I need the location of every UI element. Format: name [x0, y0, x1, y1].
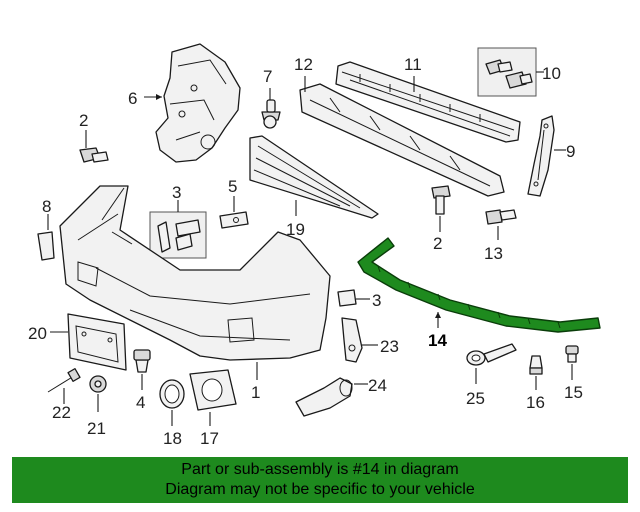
- callout-15: 15: [564, 383, 583, 402]
- callout-13: 13: [484, 244, 503, 263]
- callout-20: 20: [28, 324, 47, 343]
- callout-2a: 2: [79, 111, 88, 130]
- callout-11: 11: [404, 55, 422, 74]
- part-24-air-duct[interactable]: [295, 377, 353, 417]
- callout-4: 4: [136, 393, 145, 412]
- part-11-impact-bar[interactable]: [335, 61, 521, 143]
- part-7-push-clip[interactable]: [261, 99, 281, 129]
- part-25-tow-hook[interactable]: [466, 343, 517, 366]
- part-21-nut[interactable]: [89, 375, 107, 393]
- callout-9: 9: [566, 142, 575, 161]
- part-10-bolt-kit[interactable]: [477, 47, 537, 97]
- callout-17: 17: [200, 429, 219, 448]
- part-13-bolt[interactable]: [485, 209, 517, 225]
- part-2-bolt-upper[interactable]: [79, 147, 109, 163]
- callout-8: 8: [42, 197, 51, 216]
- part-info-banner: Part or sub-assembly is #14 in diagram D…: [12, 457, 628, 503]
- callout-23: 23: [380, 337, 399, 356]
- part-17-fog-housing[interactable]: [189, 369, 237, 411]
- callout-5: 5: [228, 177, 237, 196]
- callout-25: 25: [466, 389, 485, 408]
- callout-14: 14: [428, 331, 447, 350]
- callout-3a: 3: [172, 183, 181, 202]
- part-20-license-bracket[interactable]: [67, 313, 127, 371]
- callout-22: 22: [52, 403, 71, 422]
- callout-16: 16: [526, 393, 545, 412]
- part-2-bolt-middle[interactable]: [431, 185, 451, 215]
- callout-24: 24: [368, 376, 387, 395]
- part-22-screw[interactable]: [47, 368, 81, 393]
- callout-3b: 3: [372, 291, 381, 310]
- part-16-clip[interactable]: [529, 355, 543, 375]
- part-23-bracket[interactable]: [341, 317, 363, 363]
- banner-line-2: Diagram may not be specific to your vehi…: [165, 481, 475, 498]
- part-1-bumper-cover[interactable]: [59, 185, 331, 361]
- part-14-air-deflector[interactable]: [357, 237, 601, 333]
- part-12-energy-absorber[interactable]: [299, 83, 505, 197]
- part-18-ring[interactable]: [159, 379, 185, 409]
- callout-6: 6: [128, 89, 137, 108]
- part-6-splash-shield[interactable]: [155, 43, 241, 163]
- callout-1: 1: [251, 383, 260, 402]
- callout-18: 18: [163, 429, 182, 448]
- part-19-grille[interactable]: [249, 135, 379, 219]
- part-15-push-nut[interactable]: [565, 345, 579, 363]
- part-9-bracket[interactable]: [527, 115, 555, 197]
- callout-2b: 2: [433, 234, 442, 253]
- banner-line-1: Part or sub-assembly is #14 in diagram: [181, 461, 459, 478]
- callout-19: 19: [286, 220, 305, 239]
- callout-7: 7: [263, 67, 272, 86]
- part-8-bracket[interactable]: [37, 231, 55, 261]
- callout-10: 10: [542, 64, 561, 83]
- parts-diagram: 6 7 2 12 11 10: [28, 43, 601, 448]
- part-3-pad[interactable]: [337, 289, 357, 307]
- part-5-bracket[interactable]: [219, 211, 249, 229]
- part-3-guide-kit[interactable]: [149, 211, 207, 259]
- callout-21: 21: [87, 419, 106, 438]
- callout-12: 12: [294, 55, 313, 74]
- part-4-push-pin[interactable]: [133, 349, 151, 373]
